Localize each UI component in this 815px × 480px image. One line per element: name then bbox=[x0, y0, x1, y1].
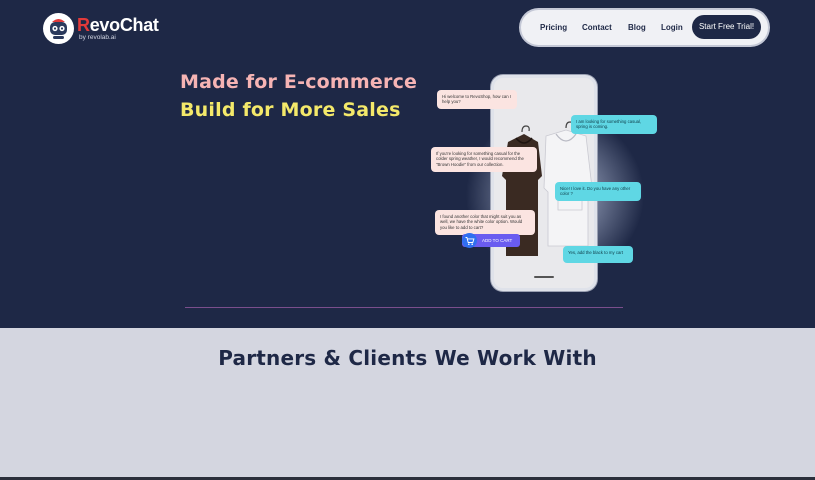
hero-divider bbox=[185, 307, 623, 308]
chat-bubble-bot: Hi welcome to RevoShop, how can I help y… bbox=[437, 90, 517, 109]
nav-link-blog[interactable]: Blog bbox=[628, 23, 646, 32]
nav-link-pricing[interactable]: Pricing bbox=[540, 23, 568, 32]
brand-name: RevoChat bbox=[77, 14, 159, 35]
hero-section: RevoChat by revolab.ai Pricing Contact B… bbox=[0, 0, 815, 328]
add-to-cart-label: ADD TO CART bbox=[482, 238, 513, 243]
chat-phone-illustration: Hi welcome to RevoShop, how can I help y… bbox=[425, 70, 675, 315]
brand-logo[interactable]: RevoChat by revolab.ai bbox=[43, 13, 159, 44]
add-to-cart-button[interactable]: ADD TO CART bbox=[462, 233, 520, 248]
chat-bubble-user: Yes, add the black to my cart bbox=[563, 246, 633, 263]
shopping-cart-icon bbox=[462, 233, 477, 248]
robot-logo-icon bbox=[43, 13, 74, 44]
chat-bubble-bot: I found another color that might suit yo… bbox=[435, 210, 535, 235]
nav-link-contact[interactable]: Contact bbox=[582, 23, 612, 32]
chat-bubble-user: I am looking for something casual, sprin… bbox=[571, 115, 657, 134]
chat-bubble-user: Nice! I love it. Do you have any other c… bbox=[555, 182, 641, 201]
hero-headline: Made for E-commerce bbox=[180, 71, 418, 93]
chat-bubble-bot: If you're looking for something casual f… bbox=[431, 147, 537, 172]
nav-link-login[interactable]: Login bbox=[661, 23, 683, 32]
partners-title: Partners & Clients We Work With bbox=[218, 346, 597, 370]
start-free-trial-button[interactable]: Start Free Trial! bbox=[692, 15, 761, 39]
top-navigation: Pricing Contact Blog Login Start Free Tr… bbox=[521, 10, 768, 45]
brand-tagline: by revolab.ai bbox=[79, 33, 116, 41]
phone-mockup bbox=[491, 75, 597, 291]
hero-subheadline: Build for More Sales bbox=[180, 99, 401, 121]
bottom-edge bbox=[0, 477, 815, 480]
